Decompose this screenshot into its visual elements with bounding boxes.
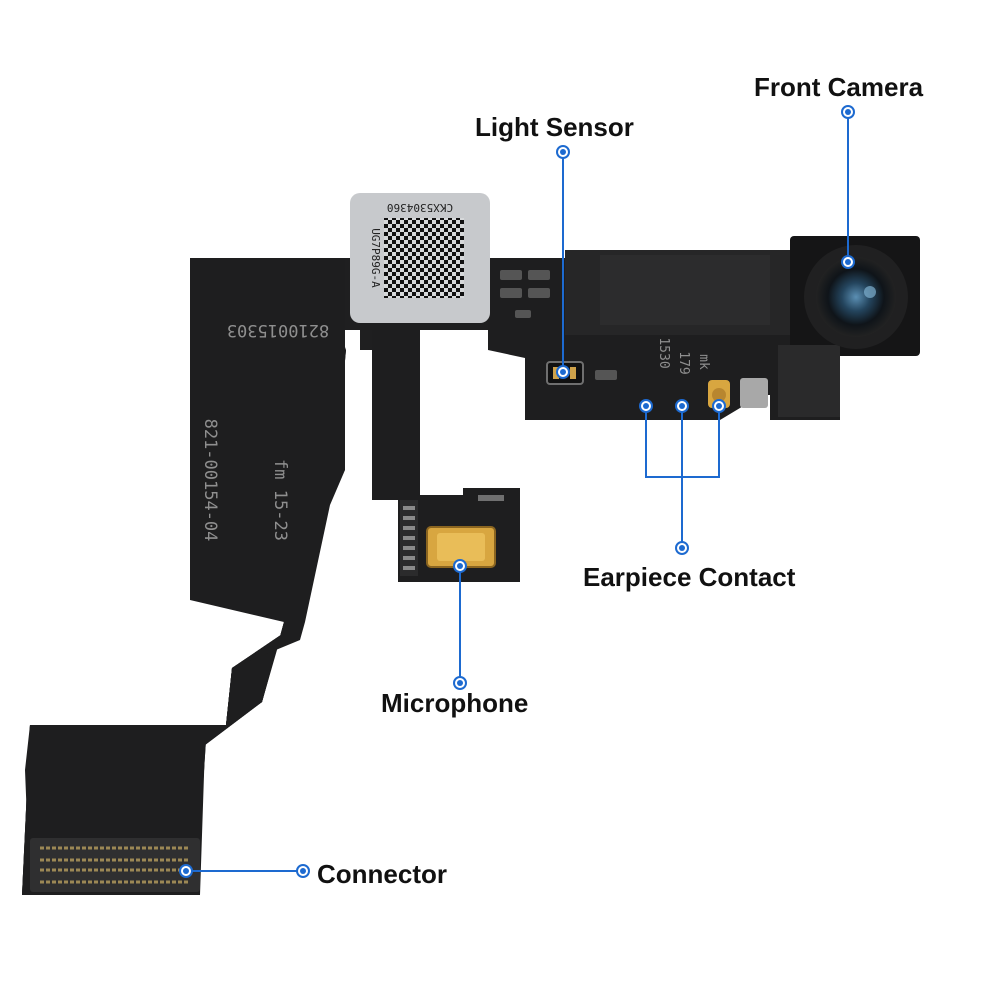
data-matrix-code: [384, 218, 464, 298]
pcb-marking-a: 1530: [656, 337, 671, 368]
flex-cable-body-full: [22, 258, 345, 895]
pcb-date-code: fm 15-23: [270, 459, 290, 541]
microphone-label: Microphone: [381, 688, 529, 718]
earpiece-contact-screw: [712, 388, 726, 402]
light-sensor-label: Light Sensor: [475, 112, 634, 142]
connector-body: [30, 838, 200, 892]
camera-bracket: [778, 345, 840, 417]
microphone-hole-mark: [478, 495, 504, 501]
microphone-pads: [403, 506, 415, 570]
earpiece-contact-label: Earpiece Contact: [583, 562, 796, 592]
sensor-block-shade: [600, 255, 770, 325]
callout-lines: [186, 112, 849, 872]
light-sensor-pads: [553, 367, 576, 379]
connector-pins: [40, 846, 190, 884]
camera-lens-glint: [864, 286, 876, 298]
pcb-marking-c: mk: [696, 354, 711, 370]
sticker-code-a: CKX5304360: [387, 201, 453, 214]
microphone-component-inner: [437, 533, 485, 561]
pcb-part-number-b: 821-00154-04: [200, 419, 220, 542]
front-camera-label: Front Camera: [754, 72, 924, 102]
camera-lens: [816, 257, 896, 337]
sticker-code-b: UG7P89G-A: [369, 228, 382, 288]
pcb-part-number-a: 8210015303: [227, 320, 329, 340]
earpiece-contact-plate: [740, 378, 768, 408]
sensor-smd-parts: [500, 270, 617, 380]
callout-dots: [179, 105, 855, 878]
connector-label: Connector: [317, 859, 447, 889]
pcb-marking-b: 179: [676, 351, 691, 374]
callout-dot-centers: [183, 109, 851, 874]
